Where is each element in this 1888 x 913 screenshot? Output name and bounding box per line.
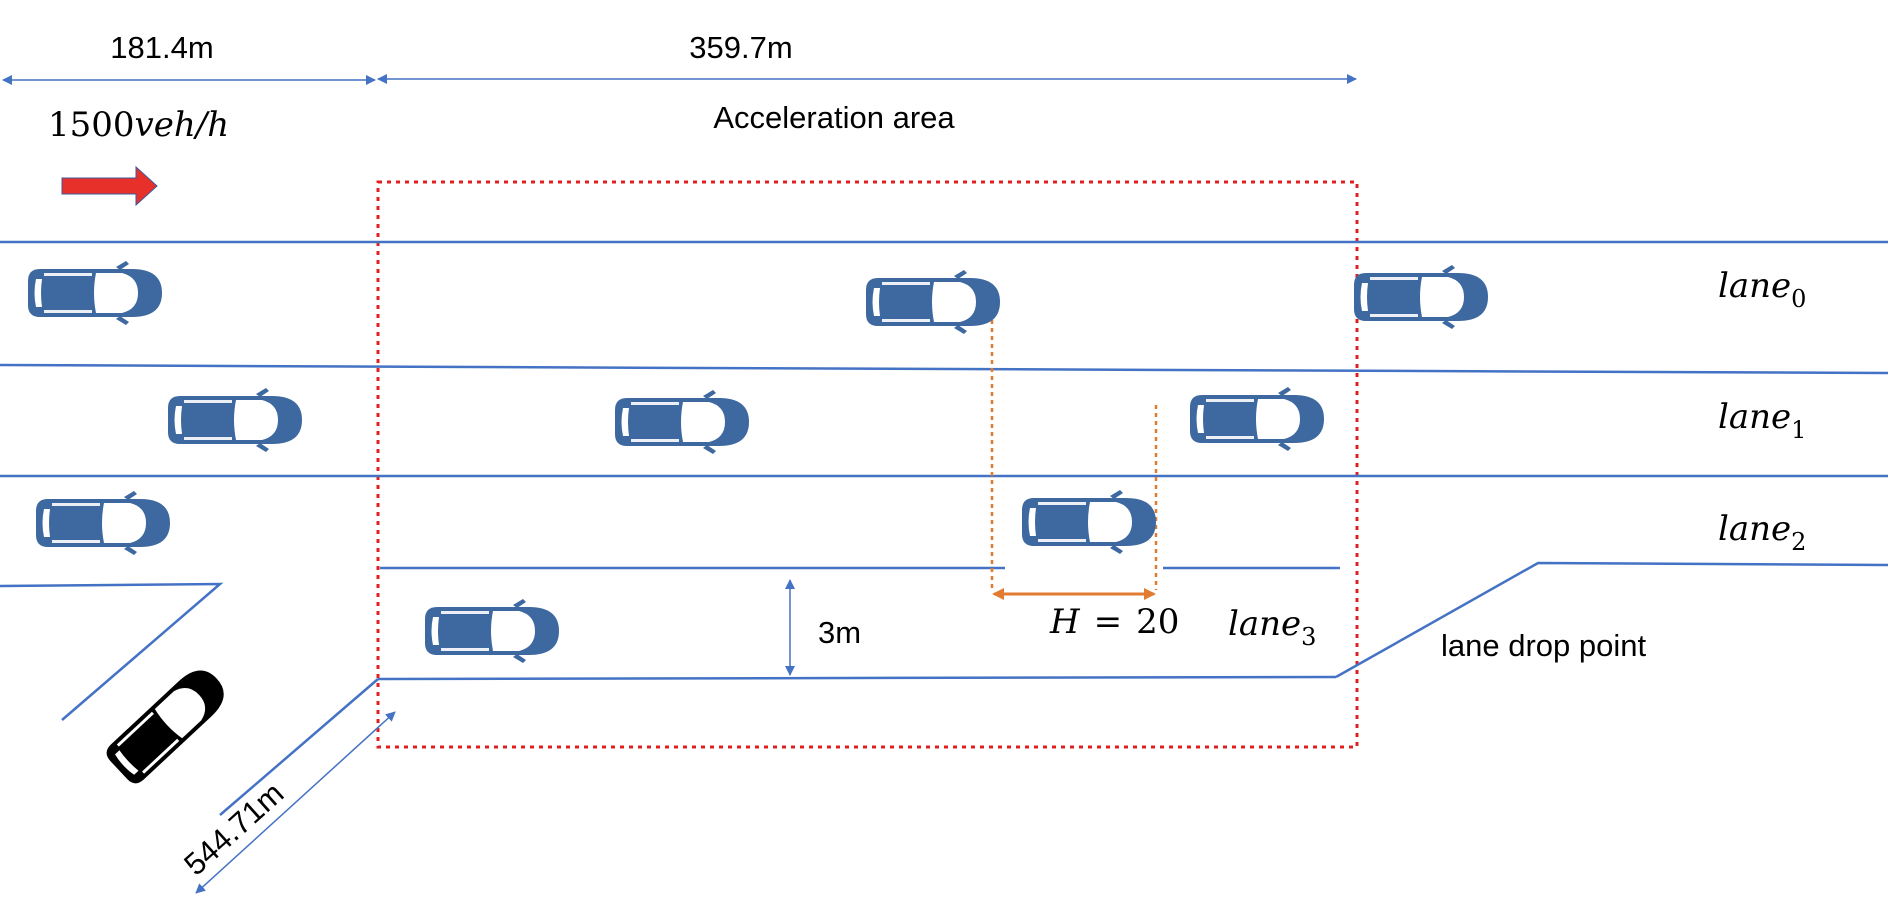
on-ramp-edge xyxy=(219,678,379,816)
merging-car-icon xyxy=(102,661,234,788)
lane-width-label: 3m xyxy=(818,615,861,650)
car-top-view-icon xyxy=(615,390,749,454)
car-top-view-icon xyxy=(866,270,1000,334)
lane-label-0: lane0 xyxy=(1718,266,1806,313)
car-top-view-icon xyxy=(425,599,559,663)
acceleration-area-label: Acceleration area xyxy=(713,100,955,135)
road-lines xyxy=(0,240,1888,816)
flow-rate-value: 1500 xyxy=(48,105,135,145)
headway-value: 20 xyxy=(1136,602,1179,642)
ramp-length-label: 544.71m xyxy=(177,775,290,882)
right-arrow-icon xyxy=(61,165,158,207)
headway-equals: = xyxy=(1094,602,1123,642)
flow-rate-label: 1500veh/h xyxy=(48,105,229,145)
car-top-view-icon xyxy=(36,491,170,555)
left-segment-length-label: 181.4m xyxy=(110,30,213,65)
acceleration-segment-length-label: 359.7m xyxy=(689,30,792,65)
car-top-view-icon xyxy=(1022,490,1156,554)
ramp-length-arrow xyxy=(195,711,396,894)
acceleration-area-box xyxy=(376,180,1359,749)
car-top-view-icon xyxy=(28,261,162,325)
lane-label-1: lane1 xyxy=(1718,397,1806,444)
lane-divider-0-1 xyxy=(0,363,1888,375)
car-top-view-icon xyxy=(1354,265,1488,329)
road-edge-mainline-right xyxy=(1335,561,1888,679)
road-edge-left xyxy=(0,582,224,721)
headway-symbol: H xyxy=(1049,602,1081,642)
lane-drop-point-label: lane drop point xyxy=(1441,628,1646,663)
car-top-view-icon xyxy=(168,388,302,452)
car-top-view-icon xyxy=(1190,387,1324,451)
headway-label: H = 20 xyxy=(1049,602,1179,642)
acceleration-lane-edge xyxy=(377,675,1337,681)
lane-label-3: lane3 xyxy=(1228,604,1316,651)
headway-indicator xyxy=(990,312,1158,600)
lane-label-2: lane2 xyxy=(1718,509,1806,556)
flow-rate-unit: veh/h xyxy=(135,105,230,145)
